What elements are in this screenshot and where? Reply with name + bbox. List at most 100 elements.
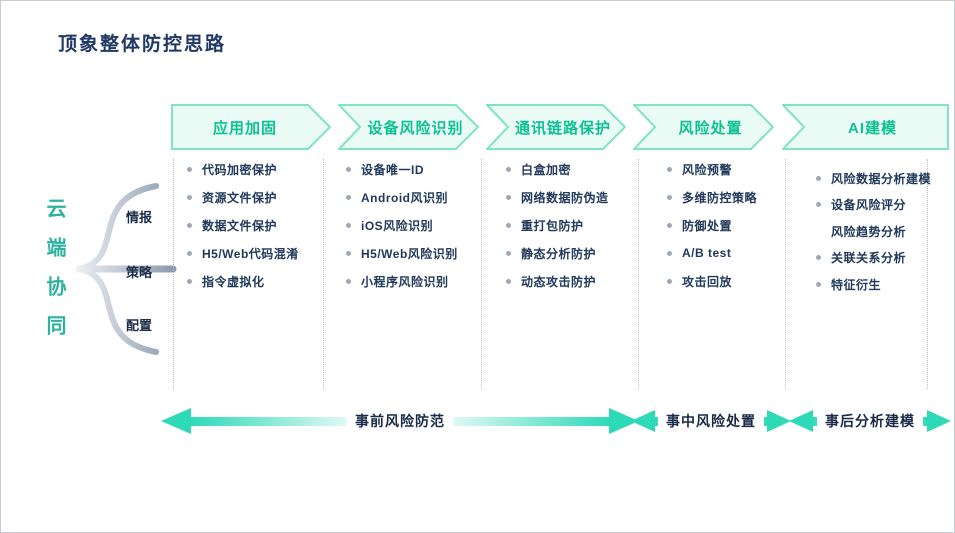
list-item-label: 设备唯一ID	[361, 162, 425, 177]
branch-label-intelligence: 情报	[126, 210, 153, 225]
feature-list-ai-modeling: 风险数据分析建模 设备风险评分 风险趋势分析 关联关系分析 特征衍生	[816, 165, 931, 298]
list-item: 数据文件保护	[187, 211, 299, 239]
chevron-arrow-shape	[171, 104, 331, 150]
arrow-right-icon	[927, 410, 951, 432]
column-header-label: 设备风险识别	[367, 119, 464, 137]
list-item-label: 设备风险评分	[831, 198, 907, 213]
list-item: 指令虚拟化	[187, 267, 299, 295]
column-header-label: 应用加固	[212, 119, 277, 137]
list-item: 关联关系分析	[816, 245, 931, 272]
list-item-label: 小程序风险识别	[361, 274, 449, 289]
list-item-label: H5/Web代码混淆	[202, 246, 299, 261]
list-item-label: 攻击回放	[682, 274, 733, 289]
arrow-right-icon	[767, 410, 791, 432]
bullet-icon	[816, 202, 821, 208]
branch-label-strategy: 策略	[126, 265, 153, 280]
arrow-left-icon	[161, 408, 191, 434]
header-app-hardening: 应用加固	[171, 104, 331, 150]
list-item: 防御处置	[667, 211, 757, 239]
bullet-icon	[187, 222, 192, 228]
list-item-label: 白盒加密	[521, 162, 572, 177]
bullet-icon	[816, 255, 821, 261]
bullet-icon	[346, 166, 351, 172]
list-item-label: 防御处置	[682, 218, 733, 233]
branch-brace-graphic	[75, 183, 177, 355]
list-item-label: 关联关系分析	[831, 251, 907, 266]
list-item: 设备唯一ID	[346, 155, 458, 183]
bullet-icon	[506, 278, 511, 284]
list-item: H5/Web代码混淆	[187, 239, 299, 267]
bullet-icon	[667, 278, 672, 284]
list-item: H5/Web风险识别	[346, 239, 458, 267]
list-item: 风险趋势分析	[816, 218, 931, 245]
list-item: 动态攻击防护	[506, 267, 609, 295]
list-item-label: A/B test	[682, 246, 732, 260]
header-link-protection: 通讯链路保护	[486, 104, 626, 150]
phase-label: 事前风险防范	[347, 411, 453, 431]
bullet-icon	[187, 278, 192, 284]
dotted-separator	[785, 159, 786, 389]
arrow-left-icon	[631, 410, 655, 432]
bullet-icon	[187, 194, 192, 200]
list-item-label: iOS风险识别	[361, 218, 434, 233]
list-item: 多维防控策略	[667, 183, 757, 211]
list-item-label: 特征衍生	[831, 277, 882, 292]
list-item-label: 数据文件保护	[202, 218, 278, 233]
list-item: 小程序风险识别	[346, 267, 458, 295]
dotted-separator	[173, 159, 174, 389]
column-header-label: AI建模	[847, 119, 897, 137]
list-item-label: 重打包防护	[521, 218, 584, 233]
list-item-label: Android风识别	[361, 190, 448, 205]
phase-label: 事后分析建模	[817, 411, 923, 431]
header-device-risk: 设备风险识别	[338, 104, 479, 150]
dotted-separator	[638, 159, 639, 389]
bullet-icon	[187, 250, 192, 256]
list-item: 风险数据分析建模	[816, 165, 931, 192]
header-risk-disposal: 风险处置	[633, 104, 774, 150]
list-item: 特征衍生	[816, 271, 931, 298]
list-item-label: 动态攻击防护	[521, 274, 597, 289]
bullet-icon	[667, 250, 672, 256]
list-item-label: H5/Web风险识别	[361, 246, 458, 261]
list-item-label: 指令虚拟化	[202, 274, 265, 289]
bullet-icon	[346, 222, 351, 228]
phase-arrow-post-event: 事后分析建模	[789, 408, 951, 434]
list-item-label: 风险数据分析建模	[831, 171, 932, 186]
list-item: 攻击回放	[667, 267, 757, 295]
list-item-label: 风险趋势分析	[831, 224, 907, 239]
list-item-label: 多维防控策略	[682, 190, 758, 205]
list-item: A/B test	[667, 239, 757, 267]
list-item-label: 风险预警	[682, 162, 733, 177]
chevron-arrow-shape	[338, 104, 479, 150]
list-item-label: 代码加密保护	[202, 162, 278, 177]
phase-arrow-pre-event: 事前风险防范	[161, 408, 639, 434]
cloud-collaboration-label: 云端协同	[43, 198, 65, 354]
list-item: iOS风险识别	[346, 211, 458, 239]
feature-list-device-risk: 设备唯一ID Android风识别 iOS风险识别 H5/Web风险识别 小程序…	[346, 155, 458, 295]
list-item-label: 网络数据防伪造	[521, 190, 609, 205]
list-item: 代码加密保护	[187, 155, 299, 183]
dotted-separator	[927, 159, 928, 389]
feature-list-risk-disposal: 风险预警 多维防控策略 防御处置 A/B test 攻击回放	[667, 155, 757, 295]
bullet-icon	[506, 166, 511, 172]
arrow-left-icon	[789, 410, 813, 432]
list-item: 重打包防护	[506, 211, 609, 239]
bullet-icon	[816, 175, 821, 181]
bullet-icon	[506, 194, 511, 200]
feature-list-link-protection: 白盒加密 网络数据防伪造 重打包防护 静态分析防护 动态攻击防护	[506, 155, 609, 295]
list-item: 风险预警	[667, 155, 757, 183]
bullet-icon	[346, 194, 351, 200]
dotted-separator	[323, 159, 324, 389]
dotted-separator	[481, 159, 482, 389]
phase-arrow-in-event: 事中风险处置	[631, 408, 791, 434]
bullet-icon	[346, 250, 351, 256]
list-item: 设备风险评分	[816, 192, 931, 219]
page-title: 顶象整体防控思路	[58, 34, 227, 55]
phase-label: 事中风险处置	[658, 411, 764, 431]
chevron-arrow-shape	[633, 104, 774, 150]
bullet-icon	[667, 166, 672, 172]
header-ai-modeling: AI建模	[782, 104, 949, 150]
list-item: 资源文件保护	[187, 183, 299, 211]
bullet-icon	[187, 166, 192, 172]
